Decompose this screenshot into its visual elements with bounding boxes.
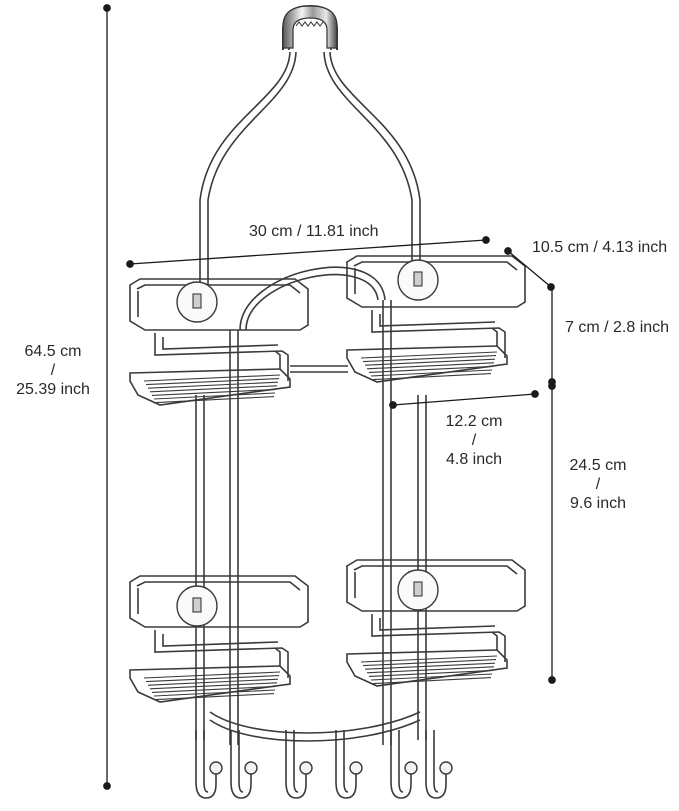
hanger-cap bbox=[282, 5, 338, 49]
hook-2 bbox=[230, 730, 258, 799]
hook-1 bbox=[195, 730, 223, 799]
dim-width-line bbox=[129, 239, 487, 265]
suction-cup-2 bbox=[397, 259, 439, 301]
suction-cup-3 bbox=[176, 585, 218, 627]
dim-depth-line bbox=[507, 250, 552, 288]
shelf-spacing-label: 24.5 cm / 9.6 inch bbox=[560, 456, 636, 513]
hooks-row bbox=[195, 730, 453, 799]
basket-width-sep: / bbox=[471, 432, 477, 449]
baskets bbox=[129, 255, 526, 703]
basket-width-inch: 4.8 inch bbox=[445, 451, 503, 468]
center-ring bbox=[239, 266, 386, 331]
basket-3 bbox=[129, 575, 309, 703]
basket-width-label: 12.2 cm / 4.8 inch bbox=[438, 412, 510, 469]
basket-1 bbox=[129, 278, 309, 406]
width-total-label: 30 cm / 11.81 inch bbox=[249, 223, 379, 240]
height-total-cm: 64.5 cm bbox=[24, 343, 82, 360]
basket-2 bbox=[346, 255, 526, 383]
shelf-spacing-cm: 24.5 cm bbox=[569, 457, 627, 474]
suction-cup-1 bbox=[176, 281, 218, 323]
dim-height-bottom-dot bbox=[103, 782, 111, 790]
hook-6 bbox=[425, 730, 453, 799]
height-total-sep: / bbox=[50, 362, 56, 379]
shelf-spacing-sep: / bbox=[595, 476, 601, 493]
suction-cups bbox=[176, 259, 439, 627]
basket-height-label: 7 cm / 2.8 inch bbox=[565, 319, 670, 336]
basket-width-cm: 12.2 cm bbox=[445, 413, 503, 430]
height-total-inch: 25.39 inch bbox=[16, 381, 90, 398]
depth-label: 10.5 cm / 4.13 inch bbox=[532, 239, 668, 256]
dim-basket-width-line bbox=[392, 393, 536, 406]
height-total-label: 64.5 cm / 25.39 inch bbox=[0, 342, 106, 399]
suction-cup-4 bbox=[397, 569, 439, 611]
hook-4 bbox=[335, 730, 363, 799]
hook-3 bbox=[285, 730, 313, 799]
basket-4 bbox=[346, 559, 526, 687]
frame-outer bbox=[199, 51, 291, 290]
hook-5 bbox=[390, 730, 418, 799]
dimension-lines bbox=[103, 4, 556, 790]
shelf-spacing-inch: 9.6 inch bbox=[569, 495, 627, 512]
dim-height-top-dot bbox=[103, 4, 111, 12]
